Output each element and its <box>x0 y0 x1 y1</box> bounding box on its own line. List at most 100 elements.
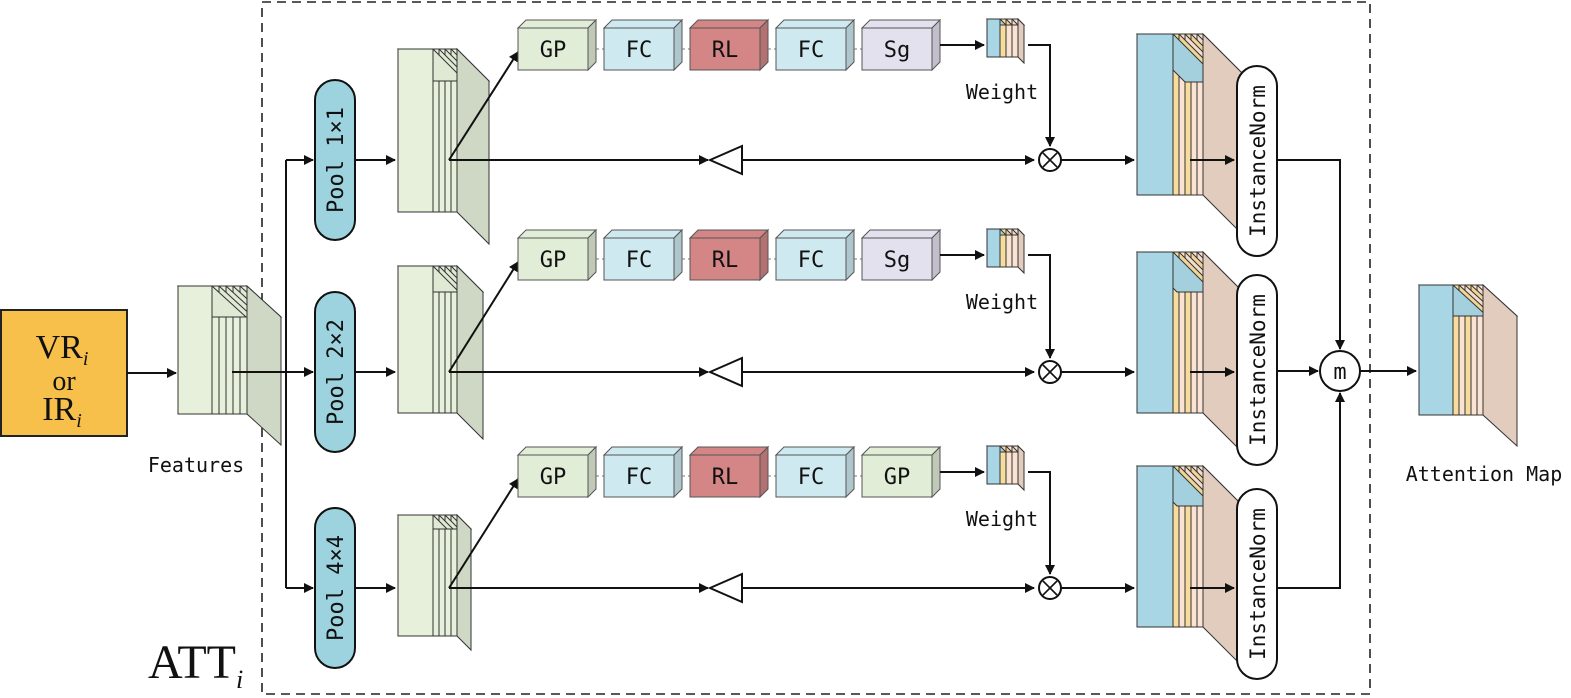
weight-label: Weight <box>966 80 1038 104</box>
stack-side <box>1017 17 1025 65</box>
se-block-gp: GP <box>516 445 598 499</box>
input-box: VRi or IRi <box>0 309 128 437</box>
block-side <box>587 445 597 499</box>
block-front <box>861 237 933 281</box>
pool-3-pill: Pool 4×4 <box>314 507 356 669</box>
block-front <box>517 454 589 498</box>
sheet-front <box>397 48 434 213</box>
block-front <box>603 454 675 498</box>
multiply-cross <box>1042 364 1058 380</box>
triangle-marker <box>707 144 743 176</box>
stack-side <box>456 264 484 441</box>
att-label-text: ATT <box>148 636 236 689</box>
block-front <box>775 27 847 71</box>
triangle-marker <box>707 572 743 604</box>
block-side <box>673 18 683 72</box>
merge-node: m <box>1319 350 1361 392</box>
norm-3-to-merge-arrow <box>1277 392 1345 589</box>
block-front <box>689 454 761 498</box>
se-block-label: Sg <box>884 248 911 273</box>
sheet-front <box>1136 251 1174 414</box>
block-top <box>516 229 598 239</box>
instancenorm-2: InstanceNorm <box>1236 274 1278 466</box>
svg-text:IRi: IRi <box>42 391 82 432</box>
block-side <box>845 18 855 72</box>
weight-to-multiply-arrow <box>1028 471 1055 575</box>
sheet-front <box>986 18 1001 58</box>
weight-label: Weight <box>966 507 1038 531</box>
svg-text:ATTi: ATTi <box>148 636 243 694</box>
se-block-fc: FC <box>774 228 856 282</box>
stack-side <box>1017 227 1025 275</box>
block-top <box>860 446 942 456</box>
instancenorm-shape <box>1236 274 1278 466</box>
block-top <box>602 19 684 29</box>
features-stack <box>176 284 283 447</box>
stack-side <box>246 284 282 447</box>
weight-to-multiply-arrow <box>1028 44 1055 147</box>
block-top <box>516 19 598 29</box>
block-side <box>759 18 769 72</box>
se-block-label: RL <box>712 38 739 63</box>
instancenorm-label: InstanceNorm <box>1246 85 1270 237</box>
pool-3-label: Pool 4×4 <box>324 535 349 641</box>
pool-2-pill: Pool 2×2 <box>314 291 356 453</box>
input-vr-text: VR <box>36 329 84 366</box>
block-top <box>774 19 856 29</box>
block-front <box>517 27 589 71</box>
attention-map-label: Attention Map <box>1406 462 1563 486</box>
se-block-fc: FC <box>602 228 684 282</box>
se-block-gp: GP <box>516 18 598 72</box>
se-block-label: GP <box>540 248 567 273</box>
instancenorm-shape <box>1236 488 1278 680</box>
weight-stack <box>985 227 1026 275</box>
norm-1-to-merge-arrow <box>1277 159 1345 350</box>
se-block-label: GP <box>540 465 567 490</box>
block-top <box>602 446 684 456</box>
pool-1-label: Pool 1×1 <box>324 107 349 213</box>
stack-to-gp-arrow <box>448 261 519 373</box>
multiply-cross <box>1042 152 1058 168</box>
se-block-rl: RL <box>688 18 770 72</box>
se-block-rl: RL <box>688 228 770 282</box>
se-block-label: FC <box>798 465 825 490</box>
se-block-sg: Sg <box>860 18 942 72</box>
block-front <box>861 27 933 71</box>
instancenorm-label: InstanceNorm <box>1246 508 1270 660</box>
branch-3-feature-stack <box>396 513 473 652</box>
block-top <box>688 229 770 239</box>
block-front <box>775 237 847 281</box>
instancenorm-shape <box>1236 65 1278 257</box>
triangle-marker <box>707 356 743 388</box>
stack-to-gp-arrow <box>448 478 519 589</box>
block-side <box>845 228 855 282</box>
block-side <box>587 18 597 72</box>
block-front <box>861 454 933 498</box>
input-or-text: or <box>52 366 76 397</box>
se-block-fc: FC <box>774 18 856 72</box>
sheet-front <box>397 514 434 637</box>
instancenorm-1: InstanceNorm <box>1236 65 1278 257</box>
block-front <box>603 237 675 281</box>
branch-1-feature-stack <box>396 47 491 246</box>
se-block-label: Sg <box>884 38 911 63</box>
block-front <box>689 237 761 281</box>
branch-2-weighted-map <box>1135 250 1245 455</box>
weight-to-multiply-arrow <box>1028 254 1055 359</box>
sheet-front <box>986 445 1001 485</box>
se-block-label: FC <box>626 38 653 63</box>
stack-side <box>1017 444 1025 492</box>
stack-to-gp-arrow <box>448 51 519 161</box>
se-block-label: FC <box>798 248 825 273</box>
se-block-label: FC <box>798 38 825 63</box>
se-block-sg: Sg <box>860 228 942 282</box>
block-top <box>688 446 770 456</box>
weight-label: Weight <box>966 290 1038 314</box>
merge-symbol: m <box>1333 360 1346 385</box>
block-side <box>673 228 683 282</box>
block-front <box>603 27 675 71</box>
se-block-fc: FC <box>602 445 684 499</box>
sheet-front <box>1136 33 1174 196</box>
